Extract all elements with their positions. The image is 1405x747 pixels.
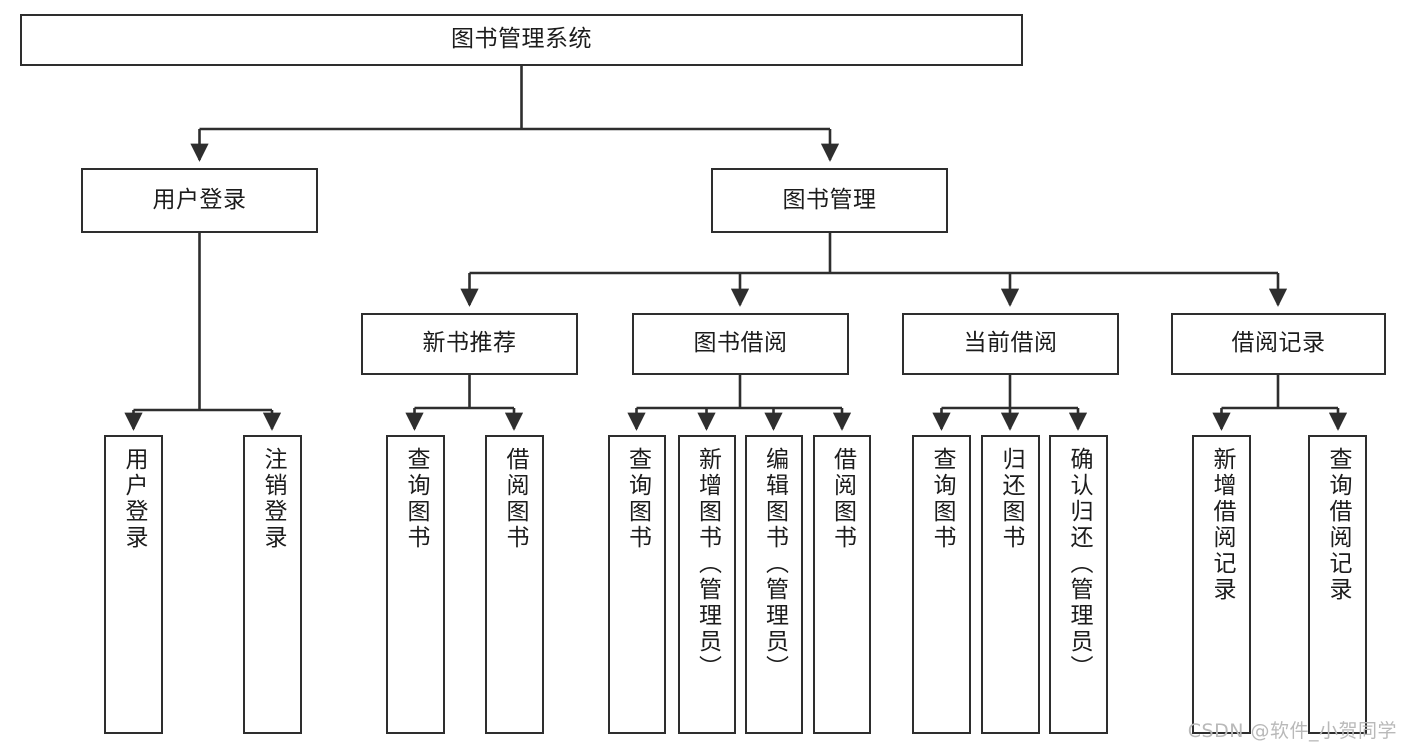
node-current-borrow[interactable]: 当前借阅 bbox=[902, 313, 1119, 375]
node-label: 新书推荐 bbox=[422, 330, 517, 357]
node-label: 借阅记录 bbox=[1231, 330, 1326, 357]
leaf-borrow-record-add[interactable]: 新增借阅记录 bbox=[1192, 435, 1251, 734]
node-label: 查询图书 bbox=[403, 447, 429, 551]
node-label: 新增借阅记录 bbox=[1209, 447, 1235, 603]
leaf-book-borrow-query[interactable]: 查询图书 bbox=[608, 435, 666, 734]
leaf-current-borrow-query[interactable]: 查询图书 bbox=[912, 435, 971, 734]
leaf-current-borrow-return[interactable]: 归还图书 bbox=[981, 435, 1040, 734]
node-label: 查询借阅记录 bbox=[1325, 447, 1351, 603]
node-label: 图书管理系统 bbox=[451, 26, 592, 53]
node-label: 确认归还（管理员） bbox=[1066, 447, 1092, 681]
node-label: 查询图书 bbox=[929, 447, 955, 551]
node-book-borrow[interactable]: 图书借阅 bbox=[632, 313, 849, 375]
leaf-current-borrow-confirm-return[interactable]: 确认归还（管理员） bbox=[1049, 435, 1108, 734]
leaf-new-book-query[interactable]: 查询图书 bbox=[386, 435, 445, 734]
node-label: 编辑图书（管理员） bbox=[761, 447, 788, 681]
node-label: 图书管理 bbox=[782, 186, 877, 213]
node-book-management[interactable]: 图书管理 bbox=[711, 168, 948, 233]
node-new-book-recommend[interactable]: 新书推荐 bbox=[361, 313, 578, 375]
watermark-text: CSDN @软件_小贺同学 bbox=[1187, 720, 1397, 742]
node-label: 图书借阅 bbox=[693, 330, 788, 357]
leaf-book-borrow-add[interactable]: 新增图书（管理员） bbox=[678, 435, 736, 734]
node-label: 借阅图书 bbox=[829, 447, 856, 551]
node-label: 用户登录 bbox=[121, 447, 147, 551]
node-label: 借阅图书 bbox=[502, 447, 528, 551]
leaf-user-login-login[interactable]: 用户登录 bbox=[104, 435, 163, 734]
node-label: 新增图书（管理员） bbox=[694, 447, 721, 681]
node-label: 归还图书 bbox=[998, 447, 1024, 551]
node-borrow-record[interactable]: 借阅记录 bbox=[1171, 313, 1386, 375]
node-root-system[interactable]: 图书管理系统 bbox=[20, 14, 1023, 66]
node-user-login[interactable]: 用户登录 bbox=[81, 168, 318, 233]
leaf-borrow-record-query[interactable]: 查询借阅记录 bbox=[1308, 435, 1367, 734]
leaf-user-login-logout[interactable]: 注销登录 bbox=[243, 435, 302, 734]
node-label: 用户登录 bbox=[152, 186, 247, 213]
leaf-book-borrow-borrow[interactable]: 借阅图书 bbox=[813, 435, 871, 734]
node-label: 注销登录 bbox=[260, 447, 286, 551]
node-label: 查询图书 bbox=[624, 447, 651, 551]
leaf-book-borrow-edit[interactable]: 编辑图书（管理员） bbox=[745, 435, 803, 734]
node-label: 当前借阅 bbox=[963, 330, 1058, 357]
leaf-new-book-borrow[interactable]: 借阅图书 bbox=[485, 435, 544, 734]
